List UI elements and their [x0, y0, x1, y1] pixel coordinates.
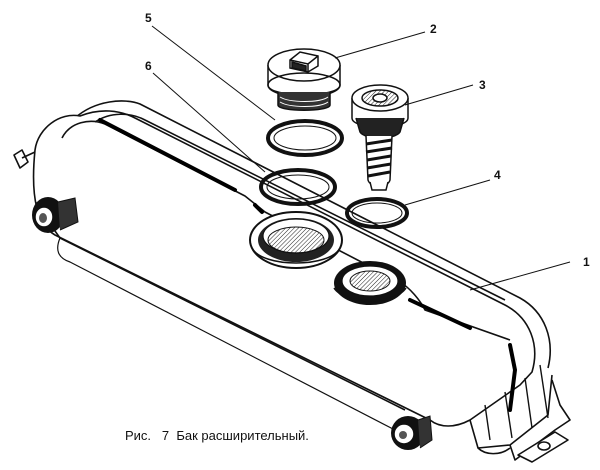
figure-caption: Рис. 7 Бак расширительный.	[125, 428, 309, 443]
figure-number: 7	[161, 428, 170, 443]
callout-2: 2	[430, 22, 437, 36]
filler-cap	[267, 48, 341, 111]
valve-gasket	[345, 197, 409, 229]
figure-label: Рис.	[125, 428, 152, 443]
valve-plug	[351, 84, 409, 191]
valve-port	[333, 261, 407, 305]
left-pipe-nozzle	[32, 197, 79, 233]
callout-4: 4	[494, 168, 501, 182]
callout-numbers: 1 2 3 4 5 6	[145, 11, 590, 269]
callout-5: 5	[145, 11, 152, 25]
cap-gasket-lower	[259, 168, 337, 206]
filler-neck	[249, 211, 343, 269]
callout-6: 6	[145, 59, 152, 73]
right-pipe-nozzle	[391, 415, 433, 450]
leader-lines	[151, 25, 571, 291]
callout-3: 3	[479, 78, 486, 92]
cap-gasket-upper	[266, 119, 344, 157]
callout-1: 1	[583, 255, 590, 269]
figure-title: Бак расширительный.	[176, 428, 309, 443]
tank-seam-lines	[98, 118, 518, 412]
